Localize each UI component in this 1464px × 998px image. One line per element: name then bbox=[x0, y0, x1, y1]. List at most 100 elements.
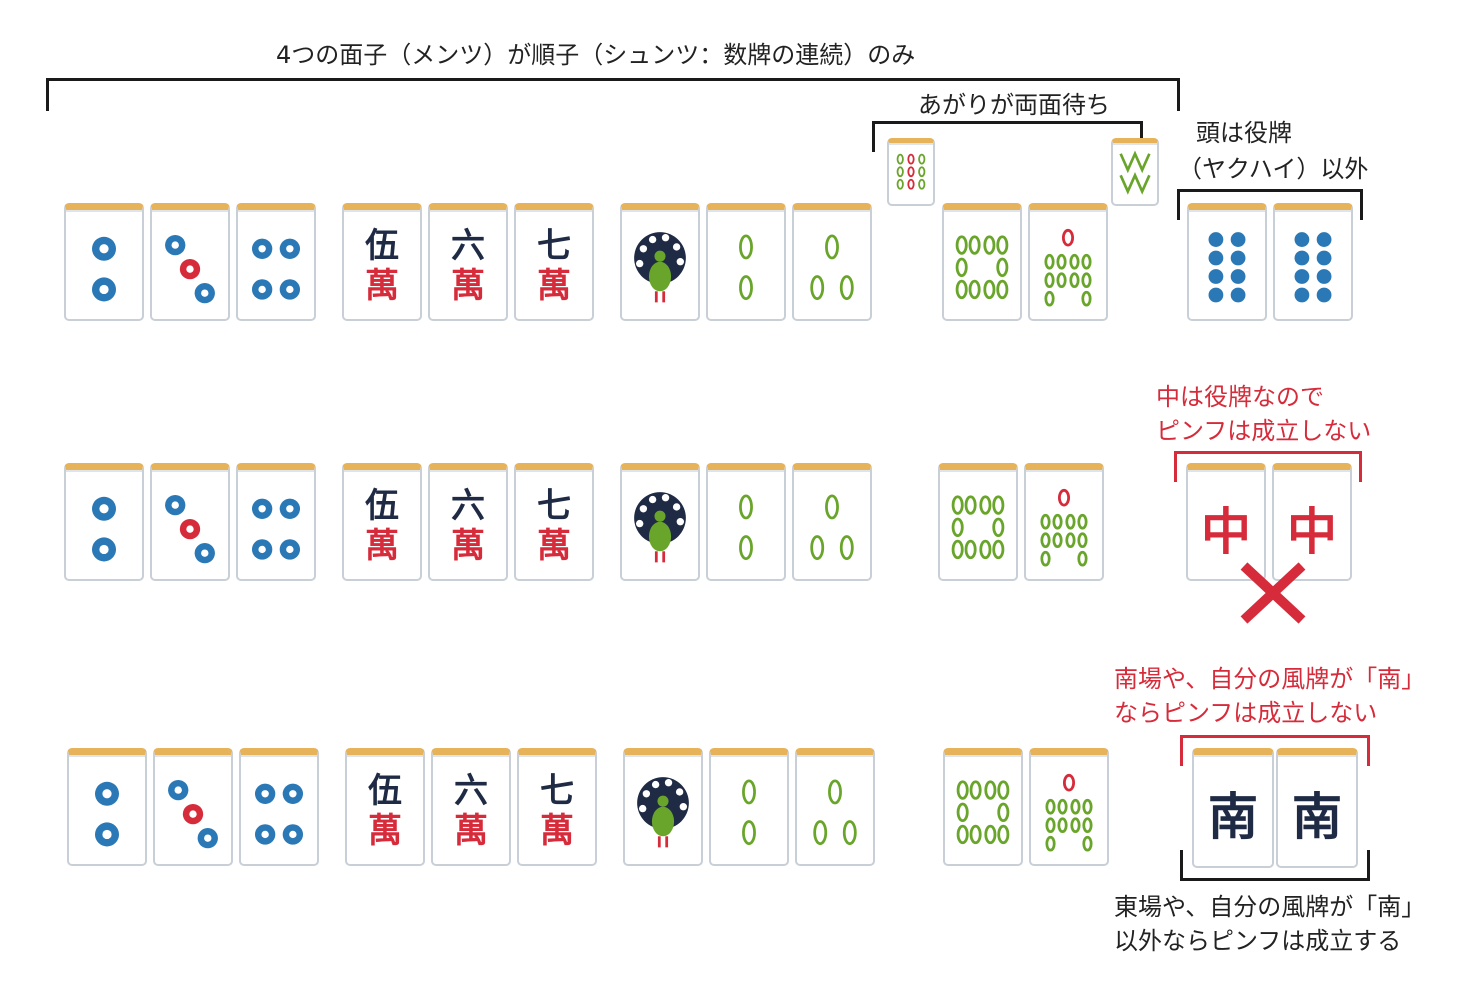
tile-2s bbox=[709, 748, 789, 866]
pin-four-icon bbox=[251, 238, 301, 300]
man-bottom: 萬 bbox=[537, 526, 571, 566]
man-bottom: 萬 bbox=[451, 526, 485, 566]
tonba-note-2: 以外ならピンフは成立する bbox=[1114, 927, 1402, 955]
tile-8s bbox=[938, 463, 1018, 581]
tile-5m: 伍萬 bbox=[342, 203, 422, 321]
tile-chun: 中 bbox=[1272, 463, 1352, 581]
chun-bracket bbox=[1174, 451, 1362, 482]
tile-9s bbox=[1028, 203, 1108, 321]
sou-two-icon bbox=[742, 779, 756, 846]
pin-three-icon bbox=[165, 234, 215, 304]
wait-tile-sou bbox=[1111, 138, 1159, 206]
pin-two-icon bbox=[94, 781, 120, 847]
man-bottom: 萬 bbox=[454, 811, 488, 851]
tile-3s bbox=[792, 463, 872, 581]
tile-nan: 南 bbox=[1276, 748, 1358, 868]
man-bottom: 萬 bbox=[540, 811, 574, 851]
tile-3p bbox=[150, 463, 230, 581]
sou-seven-icon bbox=[896, 153, 926, 190]
sou-eight-icon bbox=[955, 235, 1009, 300]
man7-top: 七 bbox=[537, 226, 571, 266]
sou-three-icon bbox=[813, 779, 857, 846]
atama-label-2: （ヤクハイ）以外 bbox=[1178, 155, 1369, 183]
sou-three-icon bbox=[810, 234, 854, 301]
man5-top: 伍 bbox=[368, 771, 402, 811]
chun-note-2: ピンフは成立しない bbox=[1156, 417, 1372, 445]
tile-1s bbox=[620, 463, 700, 581]
sou-eight-icon bbox=[951, 495, 1005, 560]
atama-bracket bbox=[1177, 189, 1363, 220]
tile-7m: 七萬 bbox=[514, 203, 594, 321]
tile-5m: 伍萬 bbox=[345, 748, 425, 866]
sou-three-icon bbox=[810, 494, 854, 561]
tile-3s bbox=[795, 748, 875, 866]
pin-eight-icon bbox=[1208, 232, 1246, 303]
tile-4p bbox=[236, 203, 316, 321]
pin-two-icon bbox=[91, 496, 117, 562]
man5-top: 伍 bbox=[365, 486, 399, 526]
sou-nine-icon bbox=[1044, 228, 1092, 307]
man6-top: 六 bbox=[451, 486, 485, 526]
nanba-note-2: ならピンフは成立しない bbox=[1114, 699, 1378, 727]
tile-8p bbox=[1187, 203, 1267, 321]
tile-7m: 七萬 bbox=[514, 463, 594, 581]
pin-four-icon bbox=[254, 783, 304, 845]
man-bottom: 萬 bbox=[368, 811, 402, 851]
man-bottom: 萬 bbox=[537, 266, 571, 306]
sou-nine-icon bbox=[1040, 488, 1088, 567]
ryanmen-bracket bbox=[872, 121, 1143, 152]
pin-three-icon bbox=[168, 779, 218, 849]
pin-two-icon bbox=[91, 236, 117, 302]
tile-1s bbox=[623, 748, 703, 866]
tile-chun: 中 bbox=[1186, 463, 1266, 581]
sou-two-icon bbox=[739, 494, 753, 561]
sou-two-icon bbox=[739, 234, 753, 301]
tile-3p bbox=[153, 748, 233, 866]
mentsu-label: 4つの面子（メンツ）が順子（シュンツ：数牌の連続）のみ bbox=[276, 41, 916, 69]
nan-char: 南 bbox=[1292, 788, 1342, 846]
man6-top: 六 bbox=[451, 226, 485, 266]
tonba-bracket bbox=[1180, 850, 1370, 881]
tile-2s bbox=[706, 203, 786, 321]
ryanmen-label: あがりが両面待ち bbox=[918, 91, 1110, 119]
man7-top: 七 bbox=[540, 771, 574, 811]
sou-zigzag-icon bbox=[1119, 150, 1151, 195]
peacock-icon bbox=[634, 232, 686, 303]
tile-8p bbox=[1273, 203, 1353, 321]
tile-4p bbox=[239, 748, 319, 866]
man-bottom: 萬 bbox=[365, 526, 399, 566]
tile-8s bbox=[943, 748, 1023, 866]
tonba-note-1: 東場や、自分の風牌が「南」 bbox=[1114, 893, 1426, 921]
tile-6m: 六萬 bbox=[428, 203, 508, 321]
atama-label-1: 頭は役牌 bbox=[1196, 119, 1292, 147]
tile-6m: 六萬 bbox=[431, 748, 511, 866]
peacock-icon bbox=[634, 492, 686, 563]
pin-three-icon bbox=[165, 494, 215, 564]
tile-2s bbox=[706, 463, 786, 581]
man5-top: 伍 bbox=[365, 226, 399, 266]
sou-eight-icon bbox=[956, 780, 1010, 845]
man-bottom: 萬 bbox=[365, 266, 399, 306]
tile-1s bbox=[620, 203, 700, 321]
cross-icon bbox=[1240, 562, 1306, 624]
sou-nine-icon bbox=[1045, 773, 1093, 852]
tile-2p bbox=[64, 203, 144, 321]
tile-6m: 六萬 bbox=[428, 463, 508, 581]
tile-2p bbox=[64, 463, 144, 581]
nan-char: 南 bbox=[1208, 788, 1258, 846]
tile-2p bbox=[67, 748, 147, 866]
man-bottom: 萬 bbox=[451, 266, 485, 306]
tile-9s bbox=[1024, 463, 1104, 581]
tile-8s bbox=[942, 203, 1022, 321]
chun-char: 中 bbox=[1201, 503, 1251, 561]
mentsu-bracket bbox=[46, 78, 1180, 111]
tile-nan: 南 bbox=[1192, 748, 1274, 868]
tile-3s bbox=[792, 203, 872, 321]
peacock-icon bbox=[637, 777, 689, 848]
wait-tile-7s bbox=[887, 138, 935, 206]
tile-3p bbox=[150, 203, 230, 321]
tile-5m: 伍萬 bbox=[342, 463, 422, 581]
pin-four-icon bbox=[251, 498, 301, 560]
man7-top: 七 bbox=[537, 486, 571, 526]
nanba-note-1: 南場や、自分の風牌が「南」 bbox=[1114, 665, 1426, 693]
